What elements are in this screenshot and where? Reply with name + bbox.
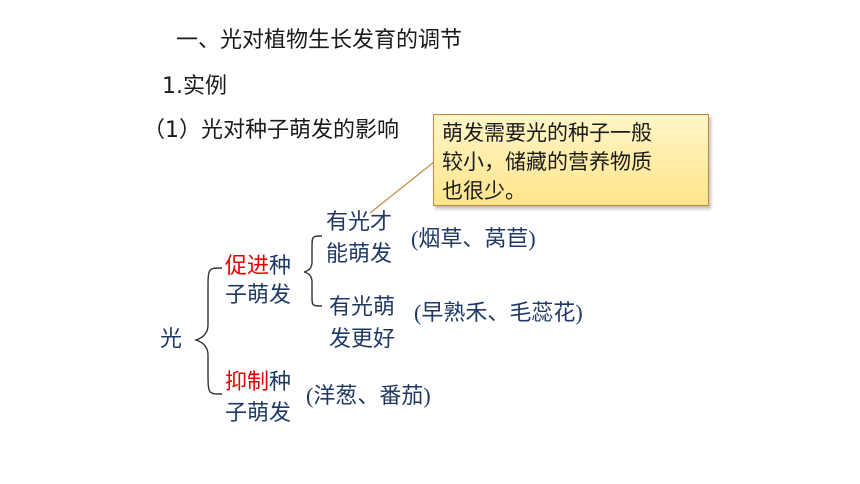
child2-example: (早熟禾、毛蕊花) <box>414 300 583 325</box>
callout-line-3: 也很少。 <box>442 179 526 203</box>
subheading: 1.实例 <box>162 74 227 99</box>
tree-root-light: 光 <box>160 327 183 352</box>
callout-line-1: 萌发需要光的种子一般 <box>442 121 652 145</box>
child1-line2: 能萌发 <box>326 242 393 267</box>
child1-line1: 有光才 <box>326 210 393 235</box>
inhibit-highlight: 抑制 <box>225 370 270 395</box>
inhibit-rest: 种 <box>269 370 292 395</box>
inhibit-example: (洋葱、番茄) <box>306 383 431 408</box>
callout-line-2: 较小，储藏的营养物质 <box>442 150 652 174</box>
child1-example: (烟草、莴苣) <box>411 226 536 251</box>
inhibit-label-line1: 抑制种 <box>225 372 291 394</box>
promote-label-line2: 子萌发 <box>225 283 292 308</box>
child2-line2: 发更好 <box>329 327 396 352</box>
root-brace <box>193 267 223 395</box>
promote-label-line1: 促进种 <box>225 256 291 278</box>
child2-line1: 有光萌 <box>329 295 396 320</box>
page-heading: 一、光对植物生长发育的调节 <box>176 28 463 53</box>
callout-note: 萌发需要光的种子一般 较小，储藏的营养物质 也很少。 <box>433 114 709 206</box>
promote-highlight: 促进 <box>225 254 270 279</box>
inhibit-label-line2: 子萌发 <box>225 401 292 426</box>
promote-brace <box>303 235 323 307</box>
callout-pointer <box>369 161 435 214</box>
promote-rest: 种 <box>269 254 292 279</box>
section-title: （1）光对种子萌发的影响 <box>143 118 399 143</box>
